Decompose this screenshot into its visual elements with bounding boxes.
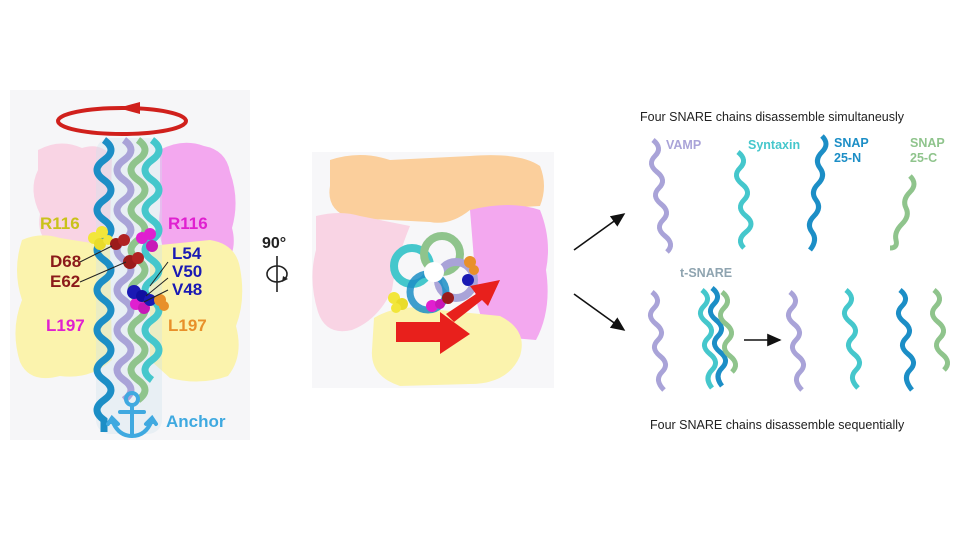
arrow-to-sequential <box>573 293 626 331</box>
orange-residue-spheres <box>154 294 169 311</box>
left-panel-structure <box>10 90 250 440</box>
caption-simultaneous: Four SNARE chains disassemble simultaneu… <box>640 110 904 124</box>
label-vamp: VAMP <box>666 138 702 152</box>
label-t-snare: t-SNARE <box>680 266 733 280</box>
label-d68: D68 <box>50 252 82 271</box>
snap25c-chain-bottom <box>930 288 950 372</box>
residue-leader-lines <box>79 245 169 303</box>
rotate-90-icon <box>266 256 288 292</box>
vamp-chain-top <box>649 138 673 254</box>
peach-protein-blob <box>329 155 544 223</box>
syntaxin-chain-bottom <box>842 288 862 390</box>
label-l197-left: L197 <box>46 316 85 335</box>
snare-helix-bundle <box>93 137 163 434</box>
label-r116-left: R116 <box>40 214 80 233</box>
dark-red-residue-spheres <box>110 234 144 269</box>
yellow-protein-blob-left <box>15 235 113 379</box>
rotation-ring-arrowhead <box>118 102 140 114</box>
red-force-arrow-diagonal <box>446 280 500 322</box>
label-r116-right: R116 <box>168 214 208 233</box>
vamp-chain-bottom-left <box>648 290 668 392</box>
label-v48: V48 <box>172 280 203 299</box>
yellow-protein-blob-right <box>150 240 243 382</box>
anchor-icon <box>106 391 158 439</box>
t-snare-chain-green <box>718 290 738 374</box>
middle-panel-structure <box>312 152 554 388</box>
red-force-arrow-horizontal <box>396 312 470 354</box>
pink-protein-blob-left <box>33 143 112 249</box>
yellow-residue-spheres <box>88 226 113 250</box>
label-syntaxin: Syntaxin <box>748 138 801 152</box>
t-snare-chain-blue <box>708 286 728 388</box>
snap25c-chain-top <box>889 174 917 251</box>
label-snap25n-line2: 25-N <box>834 151 862 165</box>
t-snare-chain-cyan <box>698 288 718 390</box>
snap25n-chain-top <box>806 134 829 252</box>
label-v50: V50 <box>172 262 203 281</box>
label-rotation-90: 90° <box>262 235 287 252</box>
middle-residue-spheres <box>388 256 479 313</box>
label-snap25n-line1: SNAP <box>834 136 869 150</box>
label-snap25c-line1: SNAP <box>910 136 945 150</box>
pink-protein-blob-middle <box>312 213 410 332</box>
magenta-protein-blob-middle <box>470 205 548 340</box>
vamp-chain-bottom-right <box>786 290 806 392</box>
snap25n-chain-bottom <box>896 288 916 392</box>
label-snap25c-line2: 25-C <box>910 151 938 165</box>
magenta-protein-blob-right <box>159 142 236 268</box>
caption-sequential: Four SNARE chains disassemble sequential… <box>650 418 905 432</box>
label-e62: E62 <box>50 272 81 291</box>
sequential-chains <box>648 286 950 392</box>
label-anchor: Anchor <box>166 412 226 431</box>
label-l197-right: L197 <box>168 316 207 335</box>
simultaneous-chains <box>649 134 917 254</box>
syntaxin-chain-top <box>734 150 754 250</box>
arrow-to-simultaneous <box>573 213 626 251</box>
label-l54: L54 <box>172 244 202 263</box>
